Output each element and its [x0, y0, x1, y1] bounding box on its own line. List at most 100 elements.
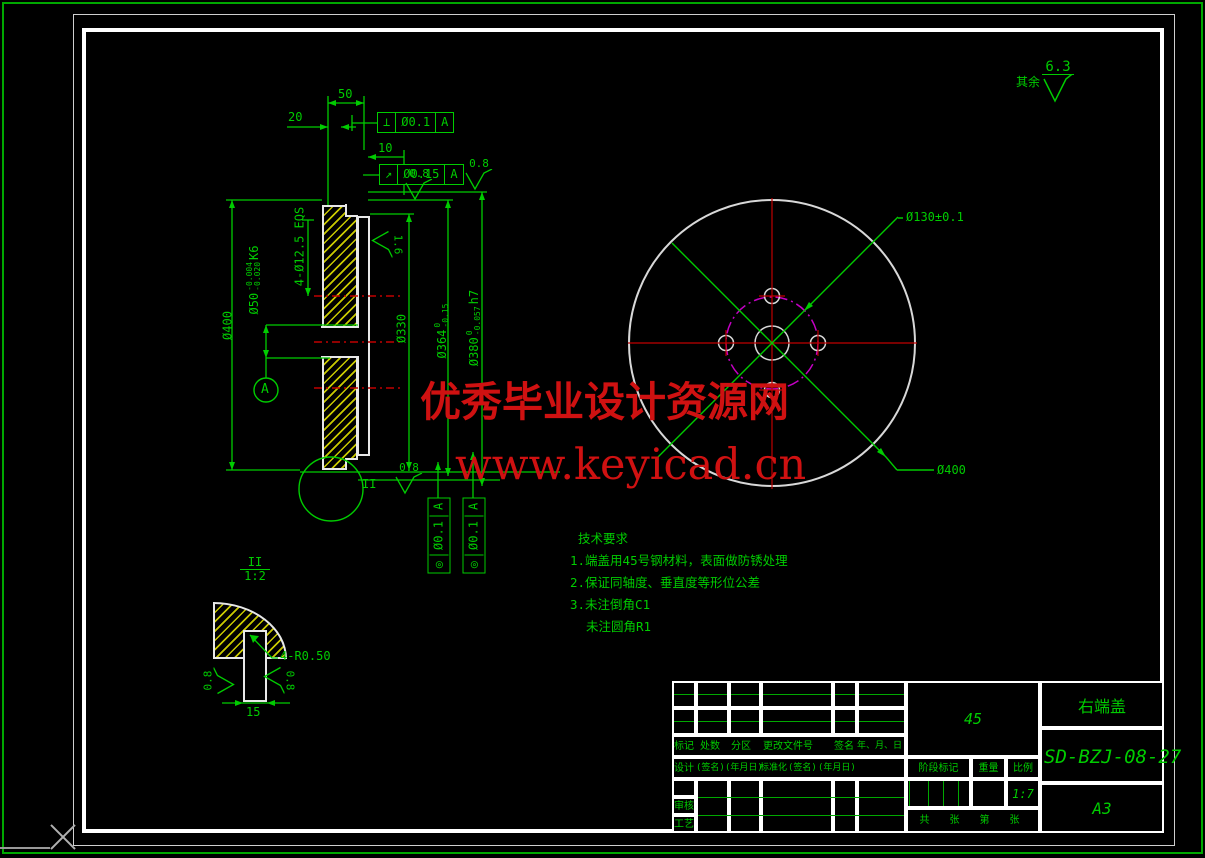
arrow — [356, 100, 364, 106]
change-doc-label: 更改文件号 — [763, 741, 813, 752]
tech-req-line: 3.未注倒角C1 — [570, 597, 651, 612]
titleblock-cell — [696, 779, 729, 833]
d364-lower: -0.15 — [441, 303, 450, 328]
detail-ref-label: II — [362, 477, 377, 491]
fcf-runout: ↗ Ø0.15 A — [379, 164, 464, 185]
process-cell: 工艺 — [672, 815, 696, 833]
tech-req-line: 1.端盖用45号钢材料，表面做防锈处理 — [570, 553, 788, 568]
part-name-cell: 右端盖 — [1040, 681, 1164, 728]
mark-label: 标记 — [674, 741, 694, 752]
datum-label: A — [261, 382, 269, 397]
arrow — [470, 452, 476, 460]
d380-fit: h7 — [466, 289, 481, 305]
process-label: 工艺 — [674, 818, 694, 830]
fcf-datum: A — [466, 502, 481, 511]
tech-req-title: 技术要求 — [578, 531, 629, 546]
arrow-d130 — [804, 302, 813, 311]
arrow — [263, 350, 269, 358]
arrow — [263, 325, 269, 333]
arrow — [235, 700, 243, 706]
arrow — [368, 154, 376, 160]
weight-cell: 重量 — [971, 757, 1006, 779]
dim-d364: Ø364 0-0.15 — [433, 288, 450, 372]
fcf-concentricity-2: ◎ Ø0.1 A — [462, 497, 486, 574]
holes-callout: 4-Ø12.5 EQS — [292, 187, 307, 307]
material-cell: 45 — [906, 681, 1040, 757]
d400-text: Ø400 — [220, 311, 235, 340]
roughness-symbol: 0.8 — [392, 462, 426, 499]
standard-date-label: (年月日) — [818, 763, 856, 773]
scale-value-cell: 1:7 — [1006, 779, 1040, 808]
tech-req-line: 未注圆角R1 — [586, 619, 652, 634]
date-label: 年、月、日 — [857, 741, 903, 751]
titleblock-cell — [833, 779, 857, 833]
titleblock-cell — [761, 681, 833, 708]
arrow — [406, 214, 412, 222]
fcf-tolerance: Ø0.1 — [464, 515, 484, 555]
titleblock-cell — [971, 779, 1006, 808]
fcf-tolerance: Ø0.1 — [396, 113, 437, 132]
section-top-notch — [345, 204, 358, 217]
drawing-no-cell: SD-BZJ-08-27 — [1040, 728, 1181, 783]
roughness-value: 0.8 — [283, 670, 297, 691]
titleblock-cell — [696, 681, 729, 708]
detail-stem — [243, 630, 267, 702]
titleblock-cell — [833, 708, 857, 735]
arrow — [305, 288, 311, 296]
scale-value: 1:7 — [1012, 786, 1034, 801]
titleblock-cell — [729, 708, 761, 735]
dim-d380: Ø380 0-0.057 h7 — [465, 274, 482, 382]
audit-label: 审核 — [674, 800, 694, 812]
material-value: 45 — [963, 710, 983, 728]
design-sign-label: (签名) — [696, 763, 725, 773]
bore-fit: K6 — [246, 245, 261, 260]
default-roughness-symbol: 6.3 — [1036, 56, 1080, 107]
holes-note-text: 4-Ø12.5 EQS — [292, 206, 307, 287]
drawing-frame — [82, 28, 1164, 833]
fcf-symbol: ◎ — [464, 554, 484, 574]
titleblock-cell — [672, 779, 696, 797]
scale-cell: 比例 — [1006, 757, 1040, 779]
titleblock-green-rule — [698, 815, 904, 816]
roughness-symbol: 0.8 — [202, 664, 240, 698]
d380-lower: -0.057 — [473, 306, 482, 336]
detail-radius-note: 4-R0.50 — [280, 649, 331, 663]
titleblock-cell — [857, 779, 906, 833]
sheet-note: 共 张 第 张 — [919, 815, 1027, 826]
dim-50: 50 — [338, 87, 353, 101]
titleblock-mark-row — [672, 735, 906, 757]
arrow — [479, 478, 485, 486]
titleblock-cell — [729, 779, 761, 833]
weight-label: 重量 — [978, 762, 999, 774]
fcf-perpendicularity: ⊥ Ø0.1 A — [377, 112, 455, 133]
roughness-value: 0.8 — [469, 157, 489, 170]
outer-dia-dim: Ø400 — [937, 463, 966, 477]
titleblock-design-row — [672, 757, 906, 779]
sign-label: 签名 — [834, 741, 854, 752]
technical-requirements: 技术要求 1.端盖用45号钢材料，表面做防锈处理 2.保证同轴度、垂直度等形位公… — [570, 528, 788, 638]
dim-d330: Ø330 — [394, 299, 409, 359]
count-label: 处数 — [700, 741, 720, 752]
titleblock-cell — [672, 708, 696, 735]
fcf-symbol: ◎ — [429, 554, 449, 574]
d330-text: Ø330 — [394, 314, 409, 343]
dim-20: 20 — [288, 110, 303, 124]
arrow-d400 — [877, 448, 886, 457]
arrow — [479, 192, 485, 200]
roughness-symbol: 0.8 — [462, 158, 496, 195]
stage-label: 阶段标记 — [918, 762, 959, 774]
fcf-tolerance: Ø0.1 — [429, 515, 449, 555]
arrow — [445, 468, 451, 476]
scale-label: 比例 — [1013, 762, 1033, 774]
fcf-symbol: ⊥ — [378, 113, 397, 132]
surface-note-prefix: 其余 — [1016, 75, 1041, 89]
arrow — [406, 462, 412, 470]
titleblock-cell — [833, 681, 857, 708]
titleblock-cell — [672, 681, 696, 708]
tech-req-line: 2.保证同轴度、垂直度等形位公差 — [570, 575, 761, 590]
zone-label: 分区 — [731, 741, 751, 752]
detail-view-title: II 1:2 — [240, 556, 270, 583]
part-name: 右端盖 — [1077, 696, 1126, 716]
